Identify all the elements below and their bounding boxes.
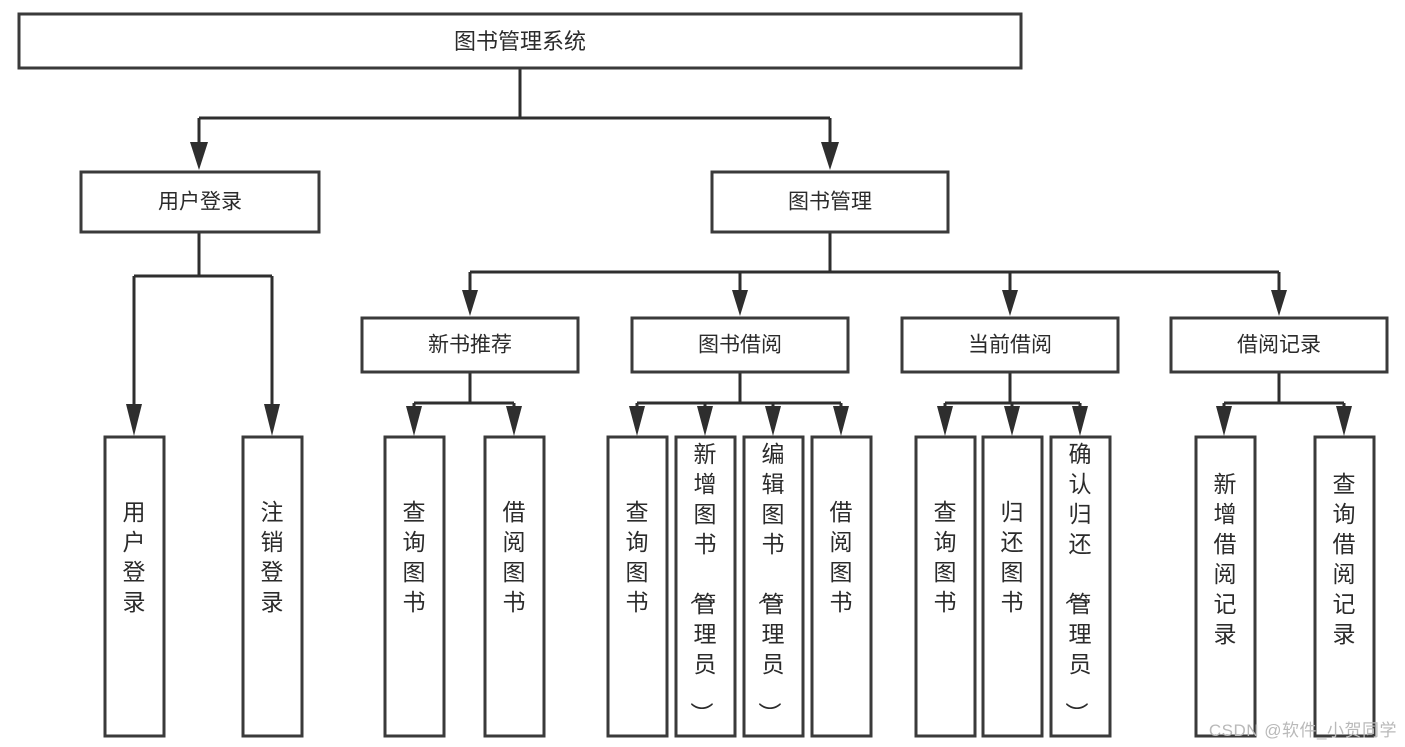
arrow-head-level3-3 <box>1271 290 1287 316</box>
arrow-head-leaf-user-login-0 <box>126 404 142 436</box>
leaf-new-book-1-label: 借阅图书 <box>503 499 526 615</box>
leaf-current-borrow-2-label: 确认归还（管理员） <box>1064 441 1092 725</box>
leaf-current-borrow-0-box[interactable] <box>914 435 977 738</box>
leaf-current-borrow-0-label: 查询图书 <box>934 499 957 615</box>
arrow-head-level3-1 <box>732 290 748 316</box>
arrow-head-leaf-borrow-record-1 <box>1336 406 1352 436</box>
node-book-borrow-label: 图书借阅 <box>698 334 782 357</box>
leaf-book-borrow-3-box[interactable] <box>810 435 873 738</box>
leaf-book-borrow-3-label: 借阅图书 <box>830 499 853 615</box>
leaf-current-borrow-1-label: 归还图书 <box>1001 499 1024 615</box>
node-root[interactable]: 图书管理系统 <box>17 12 1023 70</box>
arrow-head-leaf-book-borrow-0 <box>629 406 645 436</box>
leaf-borrow-record-1-box[interactable] <box>1313 435 1376 738</box>
leaf-user-login-1-box[interactable] <box>241 435 304 738</box>
arrow-head-book-manage <box>821 142 839 170</box>
node-new-book-box[interactable] <box>360 316 580 374</box>
node-current-borrow-box[interactable] <box>900 316 1120 374</box>
node-root-box[interactable] <box>17 12 1023 70</box>
arrow-head-leaf-new-book-1 <box>506 406 522 436</box>
leaf-book-borrow-0-box[interactable] <box>606 435 669 738</box>
leaf-user-login-1[interactable]: 注销登录 <box>241 435 304 738</box>
arrow-head-leaf-book-borrow-3 <box>833 406 849 436</box>
node-borrow-record-label: 借阅记录 <box>1237 334 1321 357</box>
node-book-borrow[interactable]: 图书借阅 <box>630 316 850 374</box>
leaf-borrow-record-0-label: 新增借阅记录 <box>1214 471 1237 647</box>
connector-group-book-manage <box>462 232 1287 316</box>
leaf-current-borrow-1-box[interactable] <box>981 435 1044 738</box>
arrow-head-level3-2 <box>1002 290 1018 316</box>
connector-group-current-borrow <box>937 372 1088 436</box>
node-book-manage[interactable]: 图书管理 <box>710 170 950 234</box>
leaf-book-borrow-1-box[interactable] <box>674 435 737 738</box>
node-new-book-label: 新书推荐 <box>428 334 512 357</box>
arrow-head-leaf-current-borrow-0 <box>937 406 953 436</box>
node-book-manage-box[interactable] <box>710 170 950 234</box>
leaf-current-borrow-2-box[interactable] <box>1049 435 1112 738</box>
node-root-label: 图书管理系统 <box>454 29 586 54</box>
connector-group-book-borrow <box>629 372 849 436</box>
leaf-book-borrow-2[interactable]: 编辑图书（管理员） <box>742 435 805 738</box>
node-user-login-label: 用户登录 <box>158 191 242 214</box>
leaf-current-borrow-2[interactable]: 确认归还（管理员） <box>1049 435 1112 738</box>
node-user-login-box[interactable] <box>79 170 321 234</box>
leaf-book-borrow-2-box[interactable] <box>742 435 805 738</box>
node-new-book[interactable]: 新书推荐 <box>360 316 580 374</box>
leaf-current-borrow-0[interactable]: 查询图书 <box>914 435 977 738</box>
arrow-head-leaf-current-borrow-2 <box>1072 406 1088 436</box>
node-current-borrow-label: 当前借阅 <box>968 334 1052 357</box>
node-book-manage-label: 图书管理 <box>788 191 872 214</box>
leaf-book-borrow-0[interactable]: 查询图书 <box>606 435 669 738</box>
leaf-borrow-record-1-label: 查询借阅记录 <box>1333 471 1356 647</box>
leaf-user-login-0[interactable]: 用户登录 <box>103 435 166 738</box>
connector-group-user-login <box>126 232 280 436</box>
leaf-borrow-record-0[interactable]: 新增借阅记录 <box>1194 435 1257 738</box>
arrow-head-leaf-book-borrow-2 <box>765 406 781 436</box>
leaf-book-borrow-2-label: 编辑图书（管理员） <box>757 441 785 725</box>
arrow-head-leaf-borrow-record-0 <box>1216 406 1232 436</box>
node-current-borrow[interactable]: 当前借阅 <box>900 316 1120 374</box>
leaf-new-book-0[interactable]: 查询图书 <box>383 435 446 738</box>
arrow-head-leaf-current-borrow-1 <box>1004 406 1020 436</box>
leaf-current-borrow-1[interactable]: 归还图书 <box>981 435 1044 738</box>
leaf-user-login-0-label: 用户登录 <box>123 499 146 615</box>
leaf-user-login-1-label: 注销登录 <box>261 499 284 615</box>
connector-group-root <box>190 68 839 170</box>
node-borrow-record-box[interactable] <box>1169 316 1389 374</box>
connector-group-new-book <box>406 372 522 436</box>
arrow-head-leaf-book-borrow-1 <box>697 406 713 436</box>
leaf-user-login-0-box[interactable] <box>103 435 166 738</box>
leaf-new-book-0-box[interactable] <box>383 435 446 738</box>
leaf-borrow-record-0-box[interactable] <box>1194 435 1257 738</box>
leaf-new-book-1-box[interactable] <box>483 435 546 738</box>
node-book-borrow-box[interactable] <box>630 316 850 374</box>
leaf-book-borrow-1[interactable]: 新增图书（管理员） <box>674 435 737 738</box>
leaf-borrow-record-1[interactable]: 查询借阅记录 <box>1313 435 1376 738</box>
arrow-head-leaf-user-login-1 <box>264 404 280 436</box>
node-borrow-record[interactable]: 借阅记录 <box>1169 316 1389 374</box>
leaf-new-book-0-label: 查询图书 <box>403 499 426 615</box>
arrow-head-user-login <box>190 142 208 170</box>
connector-group-borrow-record <box>1216 372 1352 436</box>
leaf-book-borrow-0-label: 查询图书 <box>626 499 649 615</box>
arrow-head-level3-0 <box>462 290 478 316</box>
arrow-head-leaf-new-book-0 <box>406 406 422 436</box>
node-user-login[interactable]: 用户登录 <box>79 170 321 234</box>
leaf-book-borrow-3[interactable]: 借阅图书 <box>810 435 873 738</box>
leaf-book-borrow-1-label: 新增图书（管理员） <box>689 441 717 725</box>
leaf-new-book-1[interactable]: 借阅图书 <box>483 435 546 738</box>
